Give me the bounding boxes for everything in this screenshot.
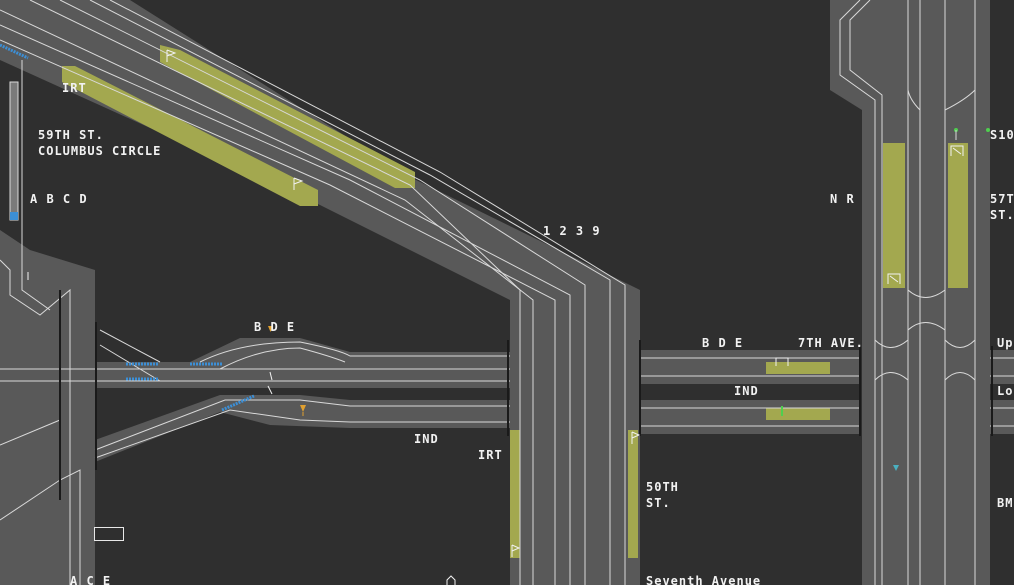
label-50th-line2: ST. (646, 495, 671, 511)
label-abcd: A B C D (30, 191, 88, 207)
label-lo: Lo (997, 383, 1013, 399)
label-1239: 1 2 3 9 (543, 223, 601, 239)
label-bm: BM (997, 495, 1013, 511)
train-cab (10, 212, 18, 220)
label-bde-mid: B D E (702, 335, 743, 351)
label-irt-mid: IRT (478, 447, 503, 463)
platform-57th-right (948, 143, 968, 288)
label-ind-left: IND (414, 431, 439, 447)
track-bed-right-stub-top (990, 350, 1014, 384)
label-s10: S10 (990, 127, 1014, 143)
track-bed-nr-vertical (830, 0, 895, 585)
selection-box[interactable] (94, 527, 124, 541)
platform-57th-left (883, 143, 905, 288)
track-bed-ind-left-h (0, 362, 510, 388)
label-57th-line1: 57T (990, 191, 1014, 207)
label-57th-line2: ST. (990, 207, 1014, 223)
train[interactable] (10, 82, 18, 220)
label-seventh-avenue: Seventh Avenue (646, 573, 761, 585)
platform-50th-right (628, 430, 638, 558)
label-nr: N R (830, 191, 855, 207)
platform-7th-bottom (766, 408, 830, 420)
label-7th-ave: 7TH AVE. (798, 335, 864, 351)
label-irt-top: IRT (62, 80, 87, 96)
platform-50th-left (510, 430, 520, 558)
rail-cross-1 (100, 330, 160, 362)
track-bed-right-vertical (895, 0, 990, 585)
track-bed-bde-bulge (190, 338, 510, 362)
train-body[interactable] (10, 82, 18, 220)
label-59th-st: 59TH ST. (38, 127, 104, 143)
label-50th-line1: 50TH (646, 479, 679, 495)
track-bed-left-vertical (0, 230, 95, 585)
track-bed-right-stub-bottom (990, 400, 1014, 434)
label-bde-left: B D E (254, 319, 295, 335)
house-icon[interactable] (447, 576, 455, 585)
label-columbus-circle: COLUMBUS CIRCLE (38, 143, 161, 159)
label-ace: A C E (70, 573, 111, 585)
label-ind-mid: IND (734, 383, 759, 399)
label-up: Up (997, 335, 1013, 351)
